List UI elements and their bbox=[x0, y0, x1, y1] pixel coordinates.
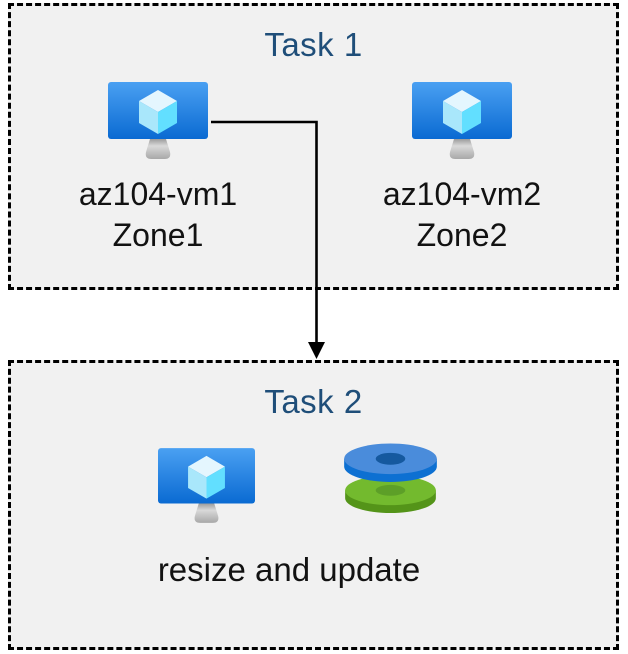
vm2-group: az104-vm2 Zone2 bbox=[349, 82, 575, 256]
virtual-machine-icon bbox=[158, 448, 255, 524]
virtual-machine-icon bbox=[412, 82, 512, 160]
virtual-machine-icon bbox=[108, 82, 208, 160]
vm1-label: az104-vm1 Zone1 bbox=[79, 174, 237, 256]
vm1-zone: Zone1 bbox=[112, 217, 204, 253]
task2-caption: resize and update bbox=[157, 551, 421, 588]
task2-box: Task 2 resize and update bbox=[8, 360, 619, 650]
vm2-label: az104-vm2 Zone2 bbox=[383, 174, 541, 256]
stacked-disks-icon bbox=[339, 443, 442, 514]
task1-title: Task 1 bbox=[264, 26, 363, 63]
task1-box: Task 1 az104-vm1 Zone1 az104-vm2 Zone2 bbox=[8, 3, 619, 290]
vm1-group: az104-vm1 Zone1 bbox=[45, 82, 271, 256]
vm2-zone: Zone2 bbox=[416, 217, 508, 253]
vm2-name: az104-vm2 bbox=[382, 176, 542, 212]
vm1-name: az104-vm1 bbox=[78, 176, 238, 212]
task2-title: Task 2 bbox=[264, 383, 363, 420]
